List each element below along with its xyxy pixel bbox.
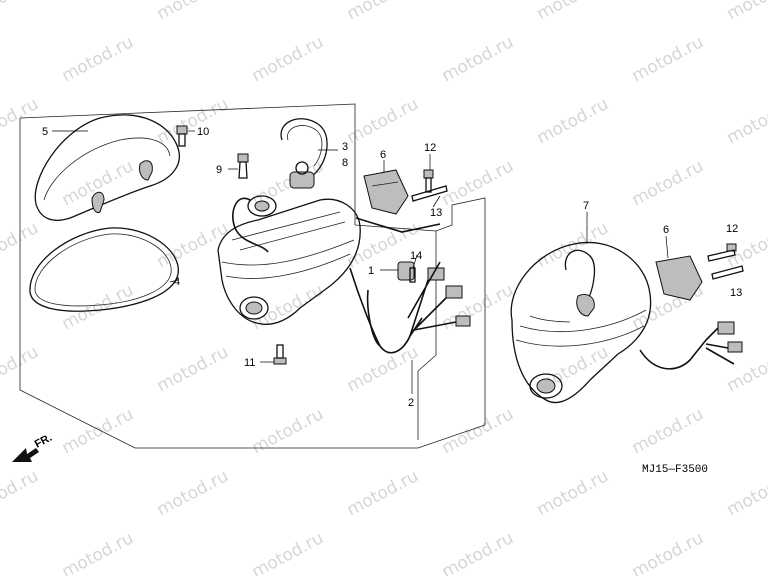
watermark-text: motod.ru xyxy=(724,94,768,148)
gasket xyxy=(29,227,179,312)
watermark-text: motod.ru xyxy=(154,342,232,396)
bolt-13b xyxy=(711,265,744,280)
bracket-6b xyxy=(655,255,703,301)
callout-4: 4 xyxy=(174,276,180,288)
watermark-text: motod.ru xyxy=(59,404,137,458)
callout-10: 10 xyxy=(197,126,209,138)
watermark-text: motod.ru xyxy=(0,218,42,272)
watermark-text: motod.ru xyxy=(0,94,42,148)
watermark-text: motod.ru xyxy=(439,156,517,210)
watermark-text: motod.ru xyxy=(629,528,707,576)
watermark-text: motod.ru xyxy=(0,466,42,520)
callout-5: 5 xyxy=(42,126,48,138)
callout-8: 8 xyxy=(342,157,348,169)
screw-12b xyxy=(707,243,737,262)
watermark-text: motod.ru xyxy=(629,32,707,86)
bracket-6 xyxy=(363,169,409,215)
assembly-boundary xyxy=(19,103,486,449)
callout-12b: 12 xyxy=(726,223,738,235)
watermark-text: motod.ru xyxy=(724,0,768,24)
callout-14: 14 xyxy=(410,250,422,262)
bolt-11 xyxy=(273,344,287,365)
callout-7: 7 xyxy=(583,200,589,212)
headlight-housing xyxy=(217,118,361,325)
watermark-text: motod.ru xyxy=(59,32,137,86)
watermark-text: motod.ru xyxy=(534,466,612,520)
watermark-text: motod.ru xyxy=(344,0,422,24)
watermark-text: motod.ru xyxy=(344,466,422,520)
watermark-text: motod.ru xyxy=(534,0,612,24)
watermark-text: motod.ru xyxy=(629,404,707,458)
callouts: 5 10 9 3 8 4 6 12 13 1 14 11 2 7 6 12 13 xyxy=(42,126,742,409)
watermark-text: motod.ru xyxy=(439,32,517,86)
diagram-code: MJ15—F3500 xyxy=(642,464,708,476)
part-1 xyxy=(397,261,415,281)
watermark-text: motod.ru xyxy=(154,0,232,24)
assembled-headlight xyxy=(510,241,652,404)
callout-6: 6 xyxy=(380,149,386,161)
watermark-text: motod.ru xyxy=(154,94,232,148)
right-harness xyxy=(639,339,707,370)
connector-group xyxy=(407,261,471,337)
watermark-text: motod.ru xyxy=(249,32,327,86)
callout-1: 1 xyxy=(368,265,374,277)
watermark-text: motod.ru xyxy=(534,94,612,148)
watermark-text: motod.ru xyxy=(59,280,137,334)
watermark-text: motod.ru xyxy=(0,0,42,24)
watermark-text: motod.ru xyxy=(249,404,327,458)
bolt-10 xyxy=(176,125,188,147)
front-label: FR. xyxy=(33,432,54,451)
callout-13: 13 xyxy=(430,207,442,219)
callout-6b: 6 xyxy=(663,224,669,236)
right-connectors xyxy=(705,321,743,365)
lens-cover xyxy=(34,114,180,221)
bolt-14 xyxy=(409,267,416,283)
watermark-text: motod.ru xyxy=(629,156,707,210)
callout-2: 2 xyxy=(408,397,414,409)
bolt-13 xyxy=(411,185,448,202)
wire-harness xyxy=(349,267,423,354)
screw-12 xyxy=(423,169,434,193)
callout-11: 11 xyxy=(244,357,255,369)
watermark-text: motod.ru xyxy=(154,466,232,520)
arrow-left-icon xyxy=(12,448,39,462)
watermark-text: motod.ru xyxy=(0,342,42,396)
watermark-text: motod.ru xyxy=(249,528,327,576)
watermark-text: motod.ru xyxy=(724,466,768,520)
callout-12: 12 xyxy=(424,142,436,154)
callout-3: 3 xyxy=(342,141,348,153)
leader-lines xyxy=(52,130,669,394)
watermark-text: motod.ru xyxy=(59,528,137,576)
front-marker: FR. xyxy=(12,432,54,462)
watermark-text: motod.ru xyxy=(439,404,517,458)
watermark-text: motod.ru xyxy=(439,528,517,576)
watermark-text: motod.ru xyxy=(534,218,612,272)
bulb-9 xyxy=(237,153,249,179)
callout-9: 9 xyxy=(216,164,222,176)
callout-13b: 13 xyxy=(730,287,742,299)
